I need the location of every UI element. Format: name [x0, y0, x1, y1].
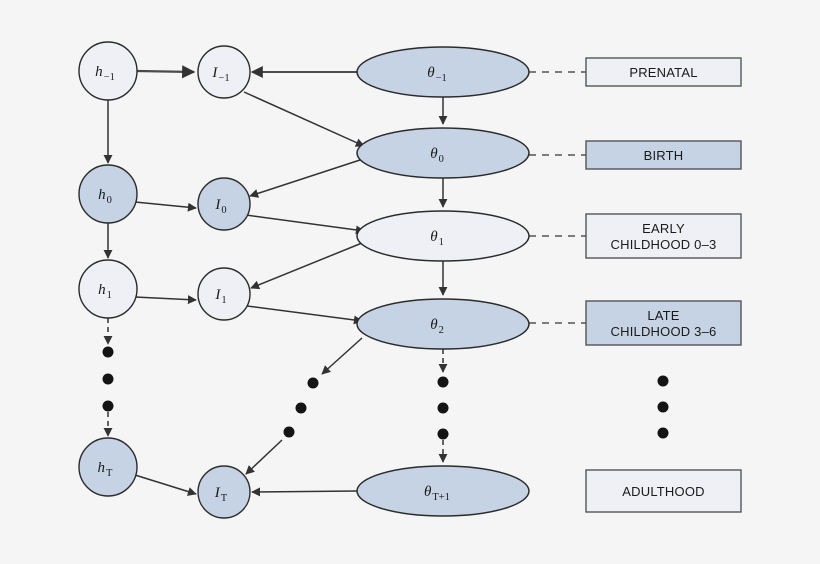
edge-i0-to-theta1	[245, 214, 365, 235]
theta-0-shape	[356, 127, 530, 179]
i-T-shape	[197, 465, 251, 519]
stage-late-childhood-text: CHILDHOOD 3–6	[611, 324, 717, 339]
theta-nodes-layer: θ−1 θ0 θ1 θ2 θT+1	[356, 46, 530, 517]
stage-adulthood[interactable]: ADULTHOOD	[585, 469, 742, 513]
theta-2-shape	[356, 298, 530, 350]
stage-prenatal-text: PRENATAL	[629, 65, 697, 80]
edge-i-neg1-to-theta0	[243, 91, 365, 147]
theta-1-shape	[356, 210, 530, 262]
ellipsis-dot	[295, 402, 307, 414]
ellipsis-dot	[102, 400, 114, 412]
stage-early-childhood-text: EARLY	[642, 221, 685, 236]
node-i-1[interactable]: I1	[197, 267, 251, 321]
h-T-shape	[78, 437, 138, 497]
node-h-neg1[interactable]: h−1	[78, 41, 138, 101]
edge-theta2-to-iT-upper	[321, 337, 363, 375]
i-1-shape	[197, 267, 251, 321]
node-h-0[interactable]: h0	[78, 164, 138, 224]
ellipsis-dot	[437, 428, 449, 440]
stage-adulthood-shape	[585, 469, 742, 513]
ellipsis-dot	[102, 373, 114, 385]
h-neg1-shape	[78, 41, 138, 101]
ellipsis-stage-column	[657, 375, 669, 439]
i-0-shape	[197, 177, 251, 231]
ellipsis-dot	[307, 377, 319, 389]
h-0-shape	[78, 164, 138, 224]
node-theta-1[interactable]: θ1	[356, 210, 530, 262]
ellipsis-dot	[283, 426, 295, 438]
ellipsis-dot	[102, 346, 114, 358]
edge-hT-to-iT	[134, 474, 197, 496]
stage-birth-shape	[585, 140, 742, 170]
theta-T1-shape	[356, 465, 530, 517]
h-nodes-layer: h−1 h0 h1 hT	[78, 41, 138, 497]
stage-adulthood-text: ADULTHOOD	[622, 484, 704, 499]
h-1-shape	[78, 259, 138, 319]
ellipsis-theta-column	[437, 376, 449, 440]
stage-prenatal-shape	[585, 57, 742, 87]
edge-theta2-to-iT-lower	[245, 439, 283, 475]
ellipsis-dot	[657, 427, 669, 439]
ellipsis-dot	[437, 402, 449, 414]
node-theta-2[interactable]: θ2	[356, 298, 530, 350]
node-theta-neg1[interactable]: θ−1	[356, 46, 530, 98]
node-h-T[interactable]: hT	[78, 437, 138, 497]
ellipsis-dot	[657, 375, 669, 387]
stage-late-childhood-shape	[585, 300, 742, 346]
edge-theta1-to-i1	[250, 242, 363, 290]
ellipsis-diagonal	[283, 377, 319, 438]
ellipsis-layer	[102, 346, 669, 440]
ellipsis-h-column	[102, 346, 114, 412]
stage-early-childhood-shape	[585, 213, 742, 259]
i-neg1-shape	[197, 45, 251, 99]
stage-birth-text: BIRTH	[644, 148, 684, 163]
edge-h1-to-i1	[134, 295, 197, 305]
node-theta-0[interactable]: θ0	[356, 127, 530, 179]
stage-prenatal[interactable]: PRENATAL	[585, 57, 742, 87]
stage-birth[interactable]: BIRTH	[585, 140, 742, 170]
theta-neg1-shape	[356, 46, 530, 98]
edges-layer	[103, 65, 586, 497]
edge-i1-to-theta2	[246, 305, 363, 325]
ellipsis-dot	[657, 401, 669, 413]
edge-h0-to-i0	[134, 201, 197, 212]
node-h-1[interactable]: h1	[78, 259, 138, 319]
stage-late-childhood-text: LATE	[647, 308, 679, 323]
stage-early-childhood-text: CHILDHOOD 0–3	[611, 237, 717, 252]
node-i-T[interactable]: IT	[197, 465, 251, 519]
edge-thetaT1-to-iT	[251, 487, 358, 497]
edge-theta0-to-i0	[249, 159, 361, 198]
edge-h-neg1-to-i-neg1	[136, 65, 196, 79]
ellipsis-dot	[437, 376, 449, 388]
node-i-neg1[interactable]: I−1	[197, 45, 251, 99]
node-theta-T1[interactable]: θT+1	[356, 465, 530, 517]
node-i-0[interactable]: I0	[197, 177, 251, 231]
